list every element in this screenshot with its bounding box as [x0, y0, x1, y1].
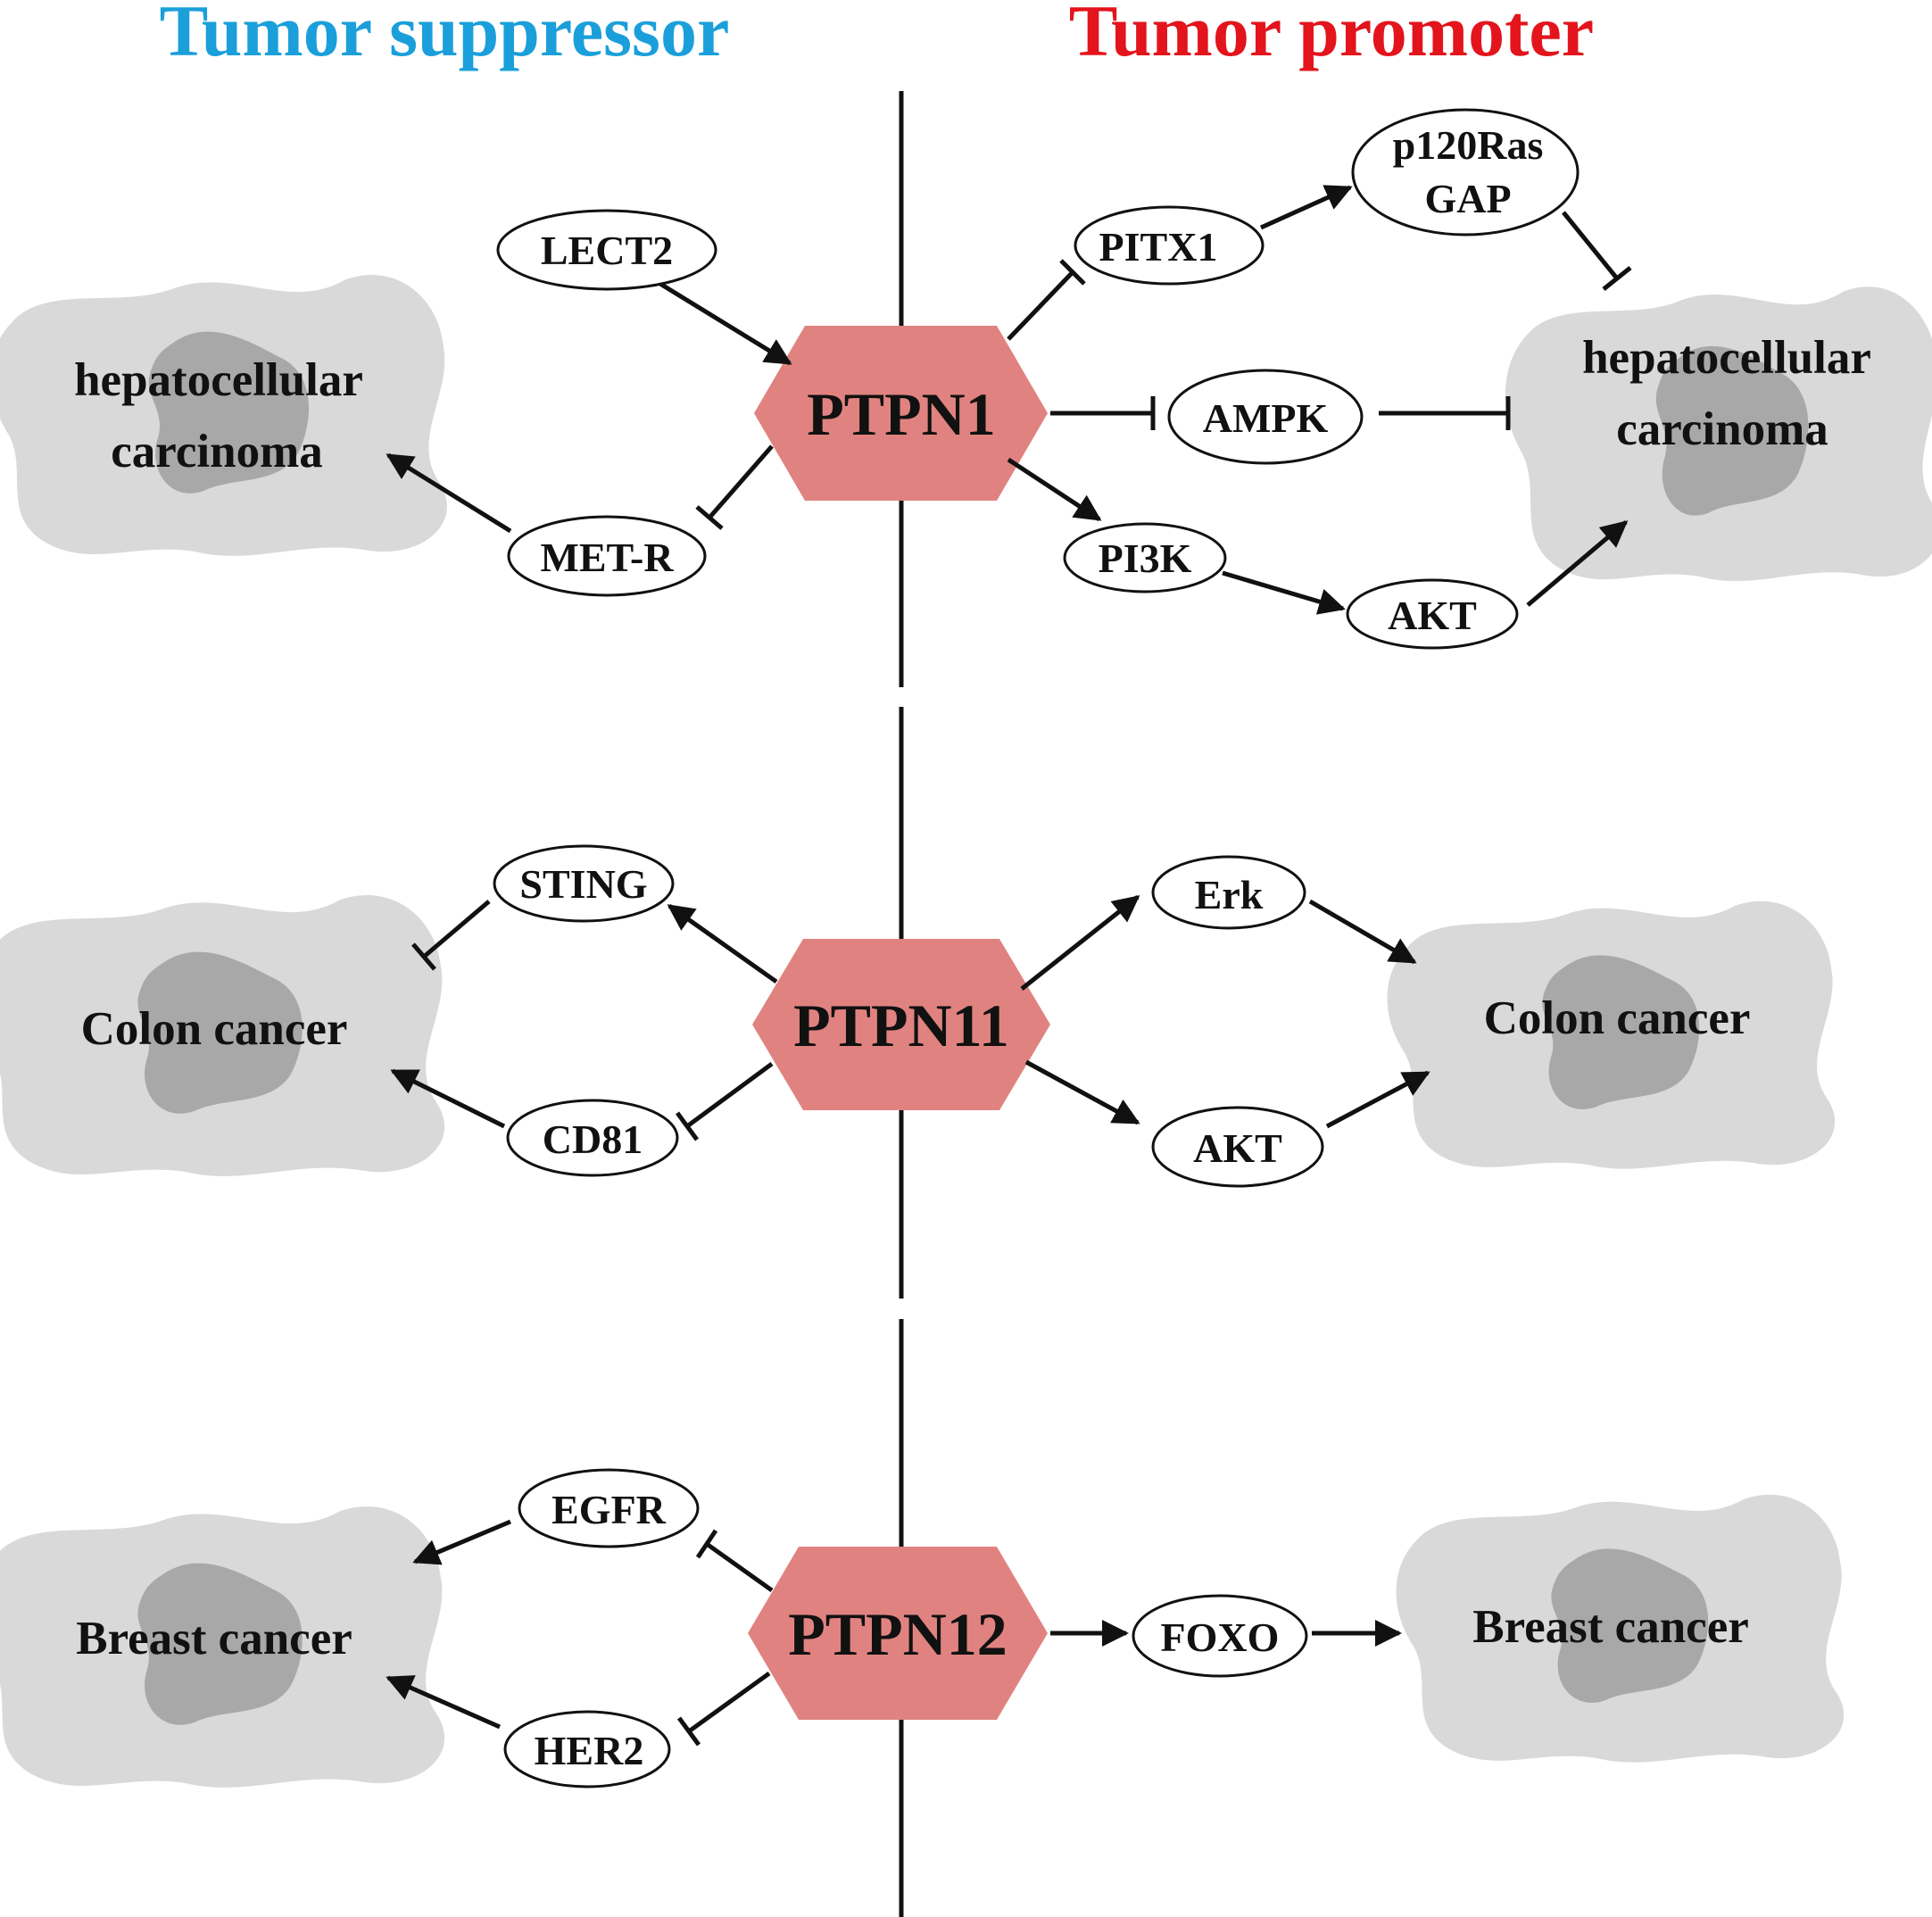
edge-ptpn11-sting [667, 903, 778, 984]
lect2-label: LECT2 [541, 228, 673, 273]
edge-akt-hcc-right [1526, 520, 1629, 607]
edge-ptpn11-erk [1020, 895, 1140, 991]
akt-node-ptpn1 [1346, 578, 1519, 650]
edge-pi3k-akt [1222, 570, 1346, 615]
ptpn1-hexagon [754, 326, 1048, 501]
hcc-right-label-line1: hepatocellular [1582, 332, 1871, 384]
edge-ptpn1-inhibits-pitx1 [1007, 259, 1086, 341]
colon-right-label: Colon cancer [1484, 992, 1751, 1044]
erk-node [1151, 855, 1306, 930]
ptpn11-hexagon [752, 939, 1050, 1110]
ptpn12-label: PTPN12 [788, 1600, 1007, 1668]
edge-ptpn1-inhibits-ampk [1050, 396, 1156, 430]
her2-node [503, 1710, 671, 1788]
ptpn1-label: PTPN1 [807, 380, 996, 448]
p120rasgap-label-line2: GAP [1424, 176, 1511, 221]
sting-node [493, 844, 675, 923]
edge-p120-inhibits-hcc-right [1562, 211, 1632, 291]
egfr-label: EGFR [551, 1487, 667, 1532]
edge-ptpn12-inhibits-her2 [676, 1671, 771, 1747]
edge-egfr-breast-left [412, 1519, 511, 1565]
hcc-left-label-line1: hepatocellular [74, 354, 363, 406]
metr-node [507, 515, 707, 597]
edge-ptpn12-inhibits-egfr [695, 1529, 774, 1593]
edge-her2-breast-left [386, 1675, 502, 1730]
cd81-node [506, 1099, 679, 1177]
tumor-suppressor-header: Tumor suppressor [160, 0, 730, 71]
tumor-promoter-header: Tumor promoter [1069, 0, 1594, 71]
egfr-node [518, 1468, 700, 1548]
metr-label: MET-R [540, 535, 674, 580]
akt-label-ptpn11: AKT [1193, 1125, 1282, 1171]
ptpn11-label: PTPN11 [793, 992, 1009, 1059]
edge-lect2-ptpn1 [654, 278, 792, 366]
akt-node-ptpn11 [1151, 1106, 1324, 1188]
her2-label: HER2 [535, 1728, 644, 1773]
edge-ampk-inhibits-hcc-right [1379, 396, 1511, 430]
hcc-right-label-line2: carcinoma [1616, 403, 1828, 455]
hcc-left-label-line2: carcinoma [111, 426, 322, 477]
edge-cd81-colon-left [390, 1068, 506, 1129]
edge-akt-colon-right [1325, 1070, 1430, 1129]
lect2-node [496, 209, 717, 291]
edge-sting-inhibits-colon-left [411, 900, 491, 971]
foxo-label: FOXO [1161, 1614, 1280, 1660]
hcc-left-cell [0, 274, 447, 556]
ampk-label: AMPK [1203, 395, 1329, 441]
edge-metr-hcc-left [386, 452, 512, 534]
akt-label-ptpn1: AKT [1388, 593, 1477, 638]
p120rasgap-label-line1: p120Ras [1393, 122, 1544, 168]
ampk-node [1167, 369, 1364, 465]
pi3k-node [1063, 522, 1227, 593]
edge-ptpn11-akt [1024, 1059, 1140, 1125]
edge-erk-colon-right [1308, 899, 1417, 965]
foxo-node [1132, 1594, 1308, 1678]
cd81-label: CD81 [543, 1116, 643, 1162]
colon-left-label: Colon cancer [81, 1003, 348, 1055]
sting-label: STING [519, 861, 647, 907]
edge-pitx1-p120 [1259, 185, 1353, 230]
erk-label: Erk [1195, 872, 1264, 917]
ptpn12-hexagon [748, 1547, 1048, 1720]
edge-ptpn1-pi3k [1007, 457, 1102, 522]
edge-ptpn1-inhibits-metr [695, 444, 774, 530]
breast-left-label: Breast cancer [76, 1613, 352, 1664]
pitx1-label: PITX1 [1099, 224, 1218, 270]
edge-ptpn11-inhibits-cd81 [675, 1061, 774, 1141]
breast-right-label: Breast cancer [1472, 1601, 1749, 1653]
pi3k-label: PI3K [1099, 535, 1192, 581]
pitx1-node [1074, 205, 1265, 286]
p120rasgap-node [1351, 108, 1580, 237]
